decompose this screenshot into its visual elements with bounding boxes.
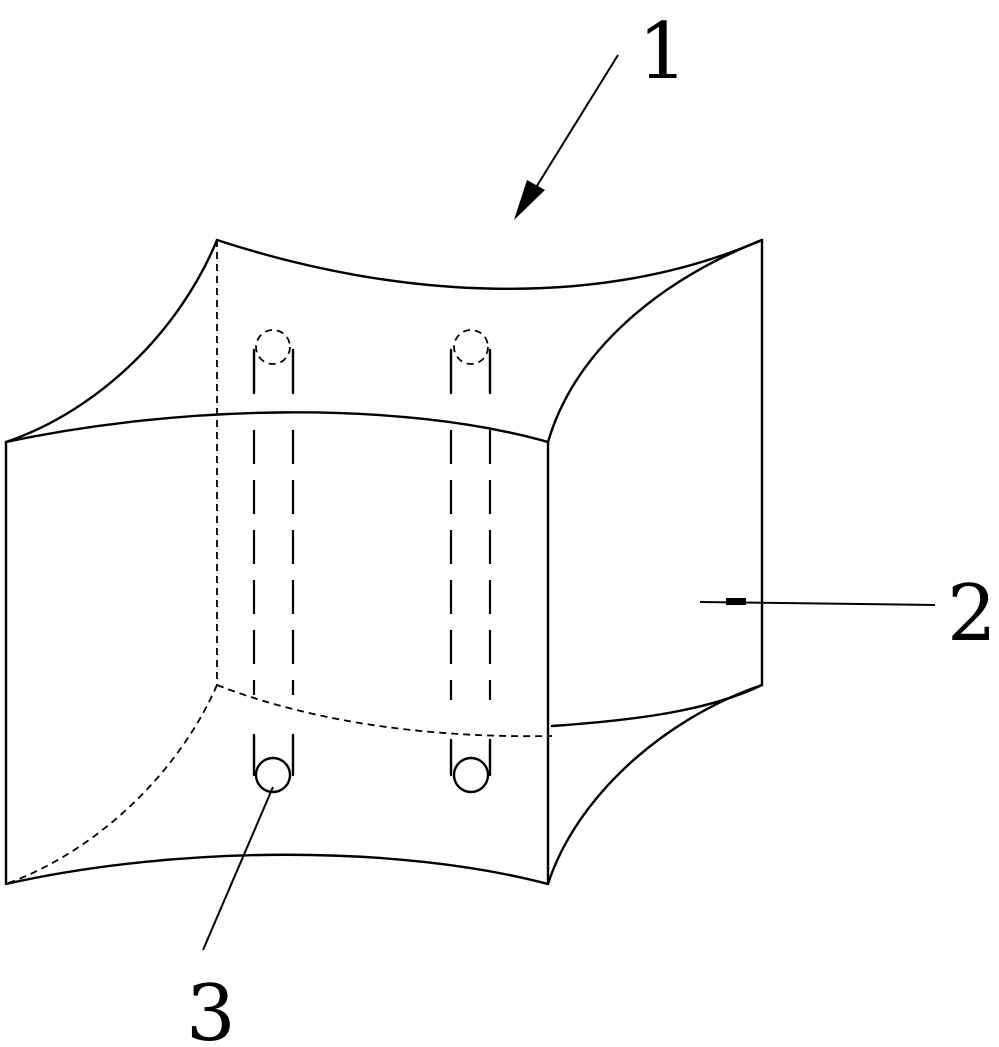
callout-label-3: 3 bbox=[186, 969, 236, 1047]
leader-2-marker bbox=[726, 598, 746, 605]
leader-1 bbox=[521, 54, 619, 211]
front-face-bottom-edge bbox=[4, 853, 550, 886]
back-face-bottom-edge-visible bbox=[550, 683, 764, 728]
back-face-bottom-edge-hidden bbox=[216, 684, 553, 738]
left-slot-bottom-hole bbox=[254, 756, 292, 794]
bottom-right-curve bbox=[546, 683, 764, 886]
front-face-top-edge bbox=[4, 411, 550, 444]
left-slot-top-hole bbox=[255, 329, 291, 365]
leader-1-arrowhead bbox=[514, 180, 545, 220]
curved-side-edges bbox=[4, 238, 764, 886]
left-slot bbox=[252, 329, 295, 794]
right-slot-bottom-hole bbox=[452, 756, 490, 794]
right-slot bbox=[449, 329, 492, 794]
back-face-top-edge bbox=[215, 238, 764, 290]
callout-label-1: 1 bbox=[638, 7, 688, 97]
top-left-curve bbox=[4, 238, 219, 444]
bottom-left-curve-hidden bbox=[5, 684, 218, 885]
back-face bbox=[215, 238, 764, 738]
callout-label-2: 2 bbox=[947, 569, 997, 659]
right-slot-top-hole bbox=[453, 329, 489, 365]
front-face bbox=[4, 411, 550, 886]
leader-lines bbox=[202, 54, 936, 951]
leader-3 bbox=[202, 786, 274, 951]
top-right-curve bbox=[546, 238, 764, 444]
